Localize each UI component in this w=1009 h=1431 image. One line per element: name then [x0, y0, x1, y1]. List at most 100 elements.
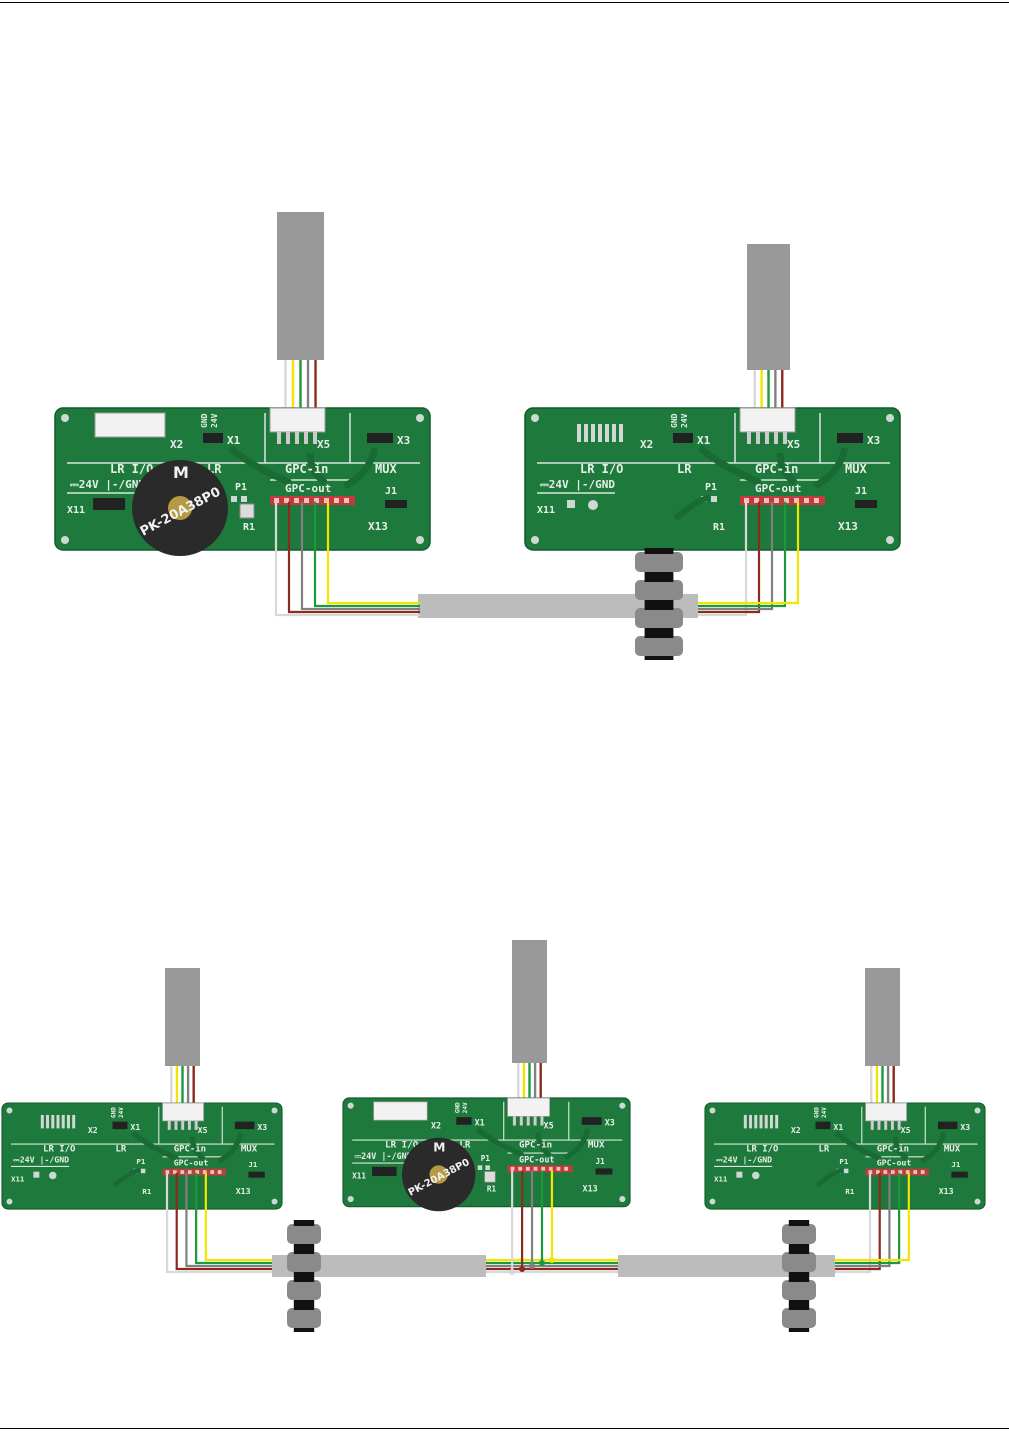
label-gpc-out: GPC-out [755, 482, 801, 495]
label-x13: X13 [236, 1186, 251, 1196]
gpc-out-pin [564, 1166, 569, 1171]
x5-pin [884, 1120, 888, 1130]
cable-stub [277, 212, 324, 360]
x3-jumper [937, 1121, 958, 1130]
gpc-out-pin [344, 498, 349, 503]
pcb-trace [227, 445, 379, 490]
x5-pin [512, 1116, 516, 1126]
gpc-out-pin [913, 1170, 918, 1174]
x1-jumper [112, 1121, 128, 1130]
gpc-out-pin [518, 1166, 523, 1171]
wire [313, 501, 420, 608]
label-lr-io: LR I/O [746, 1145, 778, 1155]
x5-pin [167, 1120, 171, 1130]
pcb-trace [112, 1167, 141, 1187]
gpc-out-pin [165, 1170, 170, 1174]
gpc-out-pin [180, 1170, 185, 1174]
mounting-hole [531, 536, 539, 544]
through-wires [486, 1170, 618, 1275]
label-r1: R1 [845, 1187, 854, 1196]
label-x1: X1 [227, 434, 241, 447]
wire [185, 1172, 272, 1268]
x2-pad [598, 424, 602, 442]
cable-stub [865, 968, 900, 1066]
label-x11: X11 [714, 1174, 728, 1183]
x1-jumper [456, 1117, 472, 1125]
wire-junction [529, 1263, 536, 1269]
gpc-out-pin [890, 1170, 895, 1174]
label-power: ⎓24V |-/GND [716, 1155, 772, 1165]
x5-connector [162, 1102, 204, 1122]
x2-connector [94, 412, 166, 438]
label-gnd: GND [813, 1107, 820, 1118]
label-mux: MUX [944, 1145, 961, 1155]
grommet-ring [635, 552, 683, 572]
mounting-hole [531, 414, 539, 422]
label-power: ⎓24V |-/GND [13, 1155, 69, 1165]
label-x11: X11 [67, 505, 85, 516]
label-x5: X5 [198, 1125, 208, 1135]
x5-pin [286, 432, 290, 444]
label-lr: LR [459, 1140, 471, 1151]
grommet-ring [287, 1308, 321, 1328]
grommet-2 [287, 1220, 321, 1332]
x5-connector [739, 407, 796, 433]
wire [698, 501, 800, 605]
x2-pad [40, 1114, 44, 1129]
x5-pin [277, 432, 281, 444]
label-j1: J1 [951, 1160, 960, 1169]
gpc-out-pin [875, 1170, 880, 1174]
mounting-hole [61, 414, 69, 422]
label-p1: P1 [136, 1157, 145, 1166]
mounting-hole [709, 1107, 716, 1114]
smd-part [485, 1165, 490, 1170]
label-x13: X13 [583, 1183, 598, 1193]
grommet-1 [635, 548, 683, 660]
x2-connector [373, 1101, 428, 1121]
gpc-out-pin [217, 1170, 222, 1174]
x11-pad [33, 1171, 40, 1178]
gpc-out-pin [814, 498, 819, 503]
label-x1: X1 [130, 1122, 140, 1132]
label-lr-io: LR I/O [43, 1145, 75, 1155]
x2-pad [754, 1114, 758, 1129]
cable-layer [165, 212, 900, 1277]
label-x1: X1 [697, 434, 711, 447]
x11-pad [736, 1171, 743, 1178]
grommet-band [293, 1328, 315, 1332]
grommet-ring [782, 1308, 816, 1328]
label-24v: 24V [680, 413, 689, 428]
r1-pot [239, 503, 255, 519]
x5-connector [269, 407, 326, 433]
gpc-out-header [162, 1168, 226, 1176]
cable-stub [747, 244, 790, 370]
grommet-ring [635, 608, 683, 628]
label-gpc-out: GPC-out [174, 1158, 209, 1168]
x5-connector [507, 1097, 551, 1117]
x5-pin [890, 1120, 894, 1130]
label-x1: X1 [833, 1122, 843, 1132]
wire [195, 1172, 272, 1265]
x3-jumper [367, 433, 393, 443]
wire [165, 1172, 272, 1274]
buzzer-port [168, 496, 192, 520]
label-gpc-out: GPC-out [877, 1158, 912, 1168]
mounting-hole [619, 1102, 626, 1109]
label-x13: X13 [838, 520, 858, 533]
x11-jumper [372, 1166, 397, 1177]
label-p1: P1 [705, 482, 717, 493]
x5-pin [756, 432, 760, 444]
grommet-band [293, 1300, 315, 1304]
grommet-band [788, 1272, 810, 1276]
x2-pad [46, 1114, 50, 1129]
mounting-hole [347, 1102, 354, 1109]
label-mux: MUX [375, 462, 397, 476]
label-power: ⎓24V |-/GND [70, 478, 145, 491]
grommet-ring [782, 1280, 816, 1300]
label-lr-io: LR I/O [110, 462, 153, 476]
pcb-body [704, 1102, 986, 1210]
smd-part [231, 496, 237, 502]
label-x5: X5 [544, 1121, 554, 1131]
